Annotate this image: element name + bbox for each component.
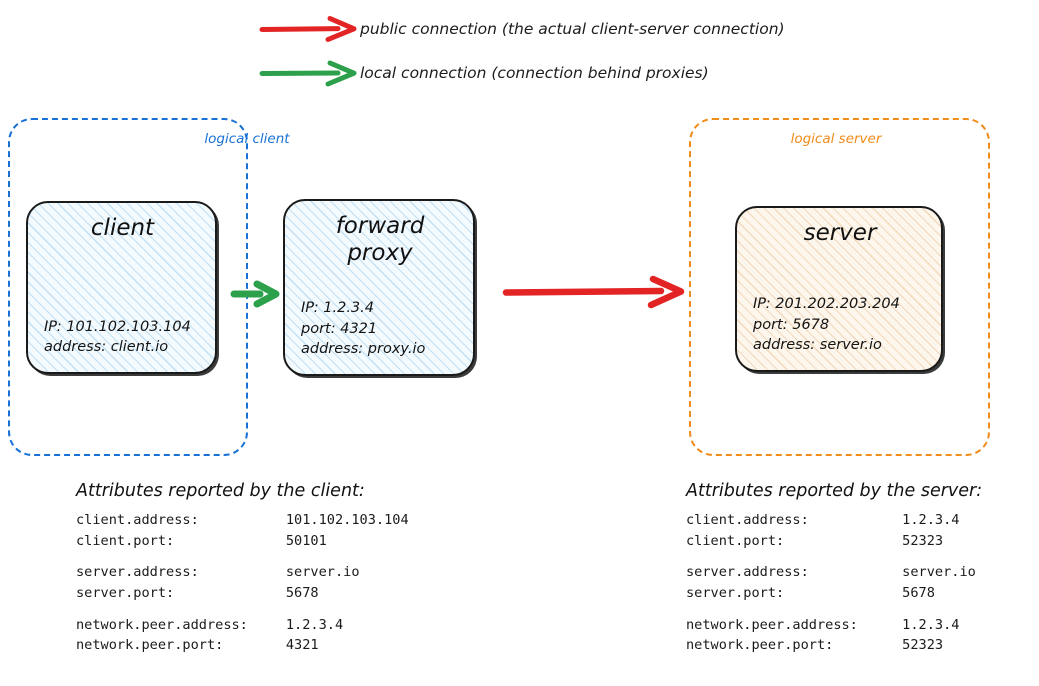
attr-key: client.port: bbox=[686, 532, 785, 549]
arrow-right-icon bbox=[259, 16, 357, 42]
node-client-attributes: IP: 101.102.103.104 address: client.io bbox=[44, 317, 201, 358]
node-server-title: server bbox=[803, 220, 877, 246]
attr-key: server.port: bbox=[76, 584, 175, 601]
legend-row-public: public connection (the actual client-ser… bbox=[259, 16, 785, 42]
attr-value: 52323 bbox=[902, 532, 944, 549]
attr-key: network.peer.port: bbox=[686, 637, 834, 654]
attr-key: network.peer.port: bbox=[76, 637, 224, 654]
attr-value: 101.102.103.104 bbox=[285, 512, 409, 528]
attr-spacer bbox=[686, 551, 982, 562]
attr-value: 52323 bbox=[902, 637, 944, 654]
legend-label-public: public connection (the actual client-ser… bbox=[360, 20, 785, 38]
legend-row-local: local connection (connection behind prox… bbox=[259, 60, 709, 87]
attributes-client-grid: client.address: 101.102.103.104 client.p… bbox=[76, 510, 409, 656]
node-server-attr-port: port: 5678 bbox=[753, 316, 830, 333]
attr-key: client.port: bbox=[76, 532, 175, 549]
logical-server-group bbox=[689, 118, 990, 456]
node-client-title: client bbox=[90, 215, 155, 241]
legend-label-local: local connection (connection behind prox… bbox=[360, 64, 709, 82]
logical-client-group bbox=[8, 118, 248, 456]
node-forward-proxy-title-line2: proxy bbox=[347, 239, 413, 266]
node-forward-proxy-attributes: IP: 1.2.3.4 port: 4321 address: proxy.io bbox=[301, 298, 459, 360]
attr-spacer bbox=[76, 604, 409, 615]
attr-key: network.peer.address: bbox=[686, 616, 858, 633]
attributes-server-heading: Attributes reported by the server: bbox=[686, 481, 983, 501]
node-client[interactable]: client IP: 101.102.103.104 address: clie… bbox=[26, 201, 217, 374]
attr-key: client.address: bbox=[76, 512, 199, 528]
node-server-attr-ip: IP: 201.202.203.204 bbox=[753, 296, 900, 313]
node-forward-proxy-attr-address: address: proxy.io bbox=[301, 341, 426, 358]
attr-value: 4321 bbox=[285, 637, 319, 654]
local-connection-arrow bbox=[230, 280, 280, 308]
node-client-attr-ip: IP: 101.102.103.104 bbox=[44, 318, 191, 335]
attr-value: server.io bbox=[285, 564, 360, 581]
attributes-client-heading: Attributes reported by the client: bbox=[76, 481, 365, 501]
node-server[interactable]: server IP: 201.202.203.204 port: 5678 ad… bbox=[735, 206, 943, 372]
attr-spacer bbox=[686, 604, 982, 615]
arrow-right-icon bbox=[259, 60, 357, 87]
attributes-reported-by-client: Attributes reported by the client: clien… bbox=[76, 481, 409, 656]
attr-value: 5678 bbox=[902, 584, 935, 601]
attr-key: server.address: bbox=[76, 564, 199, 581]
attr-key: server.address: bbox=[686, 564, 809, 581]
attributes-server-grid: client.address: 1.2.3.4 client.port: 523… bbox=[686, 510, 982, 656]
node-forward-proxy-title: forward proxy bbox=[301, 213, 459, 266]
attr-spacer bbox=[76, 551, 409, 562]
attr-value: 50101 bbox=[285, 532, 327, 549]
attr-value: 1.2.3.4 bbox=[902, 512, 960, 528]
logical-client-group-title: logical client bbox=[204, 131, 290, 147]
attr-value: server.io bbox=[902, 564, 976, 581]
node-forward-proxy-attr-port: port: 4321 bbox=[301, 320, 378, 337]
node-forward-proxy-attr-ip: IP: 1.2.3.4 bbox=[301, 300, 374, 317]
attr-key: client.address: bbox=[686, 512, 809, 528]
node-client-attr-address: address: client.io bbox=[44, 339, 169, 356]
attr-value: 1.2.3.4 bbox=[902, 616, 960, 633]
node-server-attr-address: address: server.io bbox=[753, 337, 882, 354]
attr-value: 1.2.3.4 bbox=[285, 616, 344, 633]
node-forward-proxy[interactable]: forward proxy IP: 1.2.3.4 port: 4321 add… bbox=[283, 199, 475, 376]
public-connection-arrow bbox=[502, 275, 685, 309]
attr-value: 5678 bbox=[285, 584, 319, 601]
attr-key: network.peer.address: bbox=[76, 616, 248, 633]
attributes-reported-by-server: Attributes reported by the server: clien… bbox=[686, 481, 982, 656]
attr-key: server.port: bbox=[686, 584, 785, 601]
logical-server-group-title: logical server bbox=[790, 131, 882, 147]
node-forward-proxy-title-line1: forward bbox=[335, 213, 425, 239]
node-server-attributes: IP: 201.202.203.204 port: 5678 address: … bbox=[753, 294, 927, 356]
